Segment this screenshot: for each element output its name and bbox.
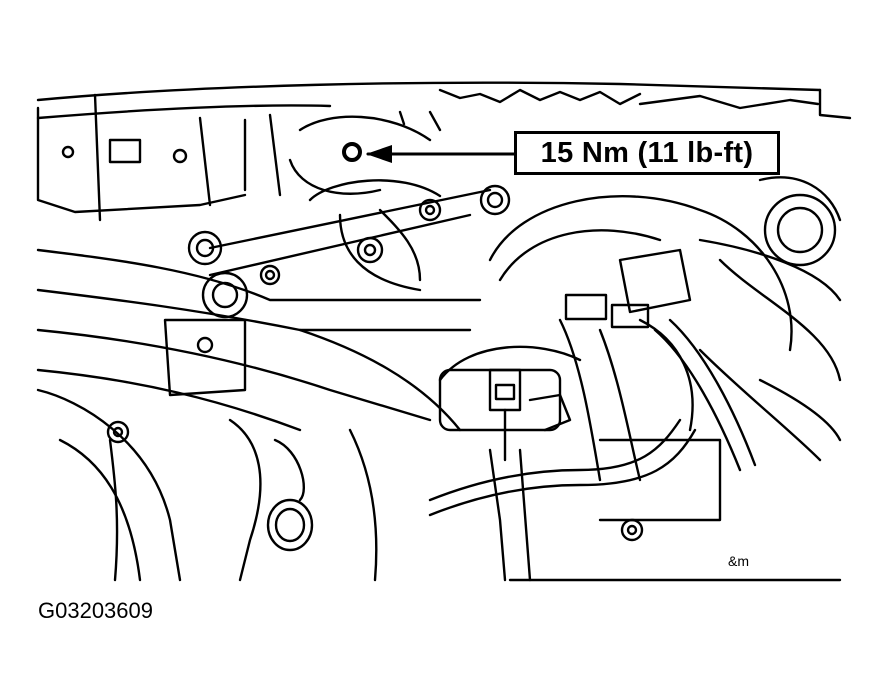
callout-arrow (366, 145, 516, 163)
left-strut-area (36, 388, 378, 582)
figure-id-label: G03203609 (38, 598, 153, 623)
linkage-rails (36, 248, 482, 432)
sensor-connector (438, 368, 572, 462)
illustration-corner-mark: &m (728, 553, 749, 569)
brake-booster (438, 176, 842, 482)
torque-callout-label: 15 Nm (11 lb-ft) (514, 131, 780, 175)
cowl-panel (36, 81, 852, 222)
right-body-panel (508, 258, 842, 582)
brake-lines (428, 318, 757, 582)
engine-bay-line-drawing (36, 81, 852, 582)
wiper-motor-assembly (163, 115, 511, 397)
